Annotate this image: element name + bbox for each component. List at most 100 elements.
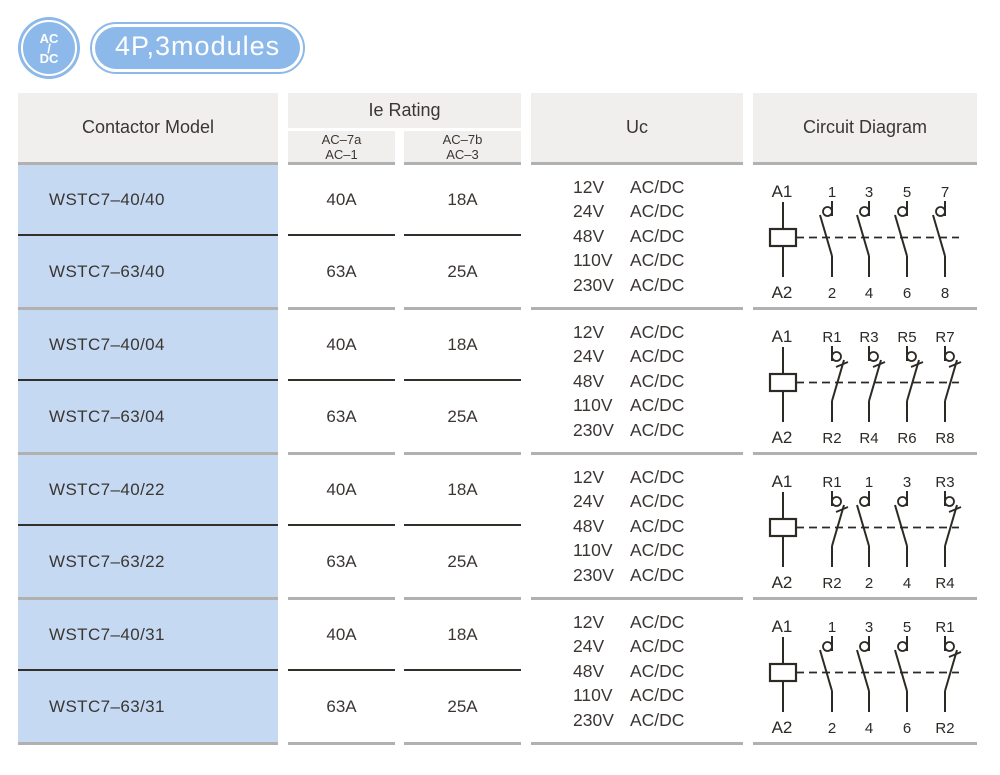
pole-bottom-terminal: 8 bbox=[941, 285, 949, 302]
pole-top-terminal: 1 bbox=[828, 184, 836, 201]
header-ac7a-ac1: AC–7a AC–1 bbox=[288, 131, 395, 165]
header-uc: Uc bbox=[531, 93, 743, 165]
uc-acdc: AC/DC bbox=[630, 515, 685, 536]
pole-top-terminal: 7 bbox=[941, 184, 949, 201]
pole-bottom-terminal: R2 bbox=[822, 430, 841, 447]
uc-acdc: AC/DC bbox=[630, 395, 685, 416]
model-cell-column: WSTC7–40/22 WSTC7–63/22 bbox=[18, 455, 278, 600]
table-row-model: WSTC7–40/22 bbox=[18, 455, 278, 526]
table-row-model: WSTC7–63/04 bbox=[49, 406, 165, 426]
pole-top-terminal: 3 bbox=[903, 474, 911, 491]
model-cell-column: WSTC7–40/31 WSTC7–63/31 bbox=[18, 600, 278, 745]
rating-value: 40A bbox=[288, 455, 395, 526]
rating-ac7a-column: 40A 63A bbox=[288, 165, 395, 310]
table-row-model: WSTC7–40/40 bbox=[18, 165, 278, 236]
pole-top-terminal: R5 bbox=[897, 329, 916, 346]
rating-value: 25A bbox=[447, 406, 478, 426]
uc-acdc: AC/DC bbox=[630, 540, 685, 561]
uc-acdc: AC/DC bbox=[630, 274, 685, 295]
pole-top-terminal: 3 bbox=[865, 184, 873, 201]
pole-bottom-terminal: 4 bbox=[903, 575, 911, 592]
uc-voltage: 230V bbox=[573, 709, 614, 730]
table-row-model: WSTC7–40/04 bbox=[18, 310, 278, 381]
rating-ac7b-column: 18A 25A bbox=[404, 600, 521, 745]
header-contactor-model: Contactor Model bbox=[18, 93, 278, 165]
pole-top-terminal: 1 bbox=[828, 619, 836, 636]
coil-terminal-a2: A2 bbox=[772, 283, 793, 302]
coil-terminal-a1: A1 bbox=[772, 472, 793, 491]
acdc-badge-line2: DC bbox=[39, 50, 59, 66]
table-row-model: WSTC7–40/31 bbox=[18, 600, 278, 671]
uc-voltage: 24V bbox=[573, 346, 605, 367]
rating-ac7b-column: 18A 25A bbox=[404, 165, 521, 310]
pole-top-terminal: R3 bbox=[935, 474, 954, 491]
table-row-model: WSTC7–63/22 bbox=[49, 551, 165, 571]
uc-acdc: AC/DC bbox=[630, 346, 685, 367]
uc-voltage: 110V bbox=[573, 540, 613, 561]
rating-value: 63A bbox=[326, 261, 357, 281]
header-ac7a: AC–7a bbox=[321, 131, 362, 147]
rating-value: 25A bbox=[447, 551, 478, 571]
acdc-badge-line1: AC bbox=[39, 30, 59, 46]
modules-pill-label: 4P,3modules bbox=[95, 27, 301, 69]
uc-line: 48V AC/DC bbox=[573, 514, 743, 539]
pole-top-terminal: 5 bbox=[903, 184, 911, 201]
rating-value: 18A bbox=[404, 165, 521, 236]
uc-voltage: 110V bbox=[573, 685, 613, 706]
pole-top-terminal: 1 bbox=[865, 474, 873, 491]
rating-ac7b-column: 18A 25A bbox=[404, 310, 521, 455]
header-ac3: AC–3 bbox=[446, 146, 479, 162]
uc-voltage: 110V bbox=[573, 250, 613, 271]
pole-bottom-terminal: 4 bbox=[865, 285, 873, 302]
model-cell-column: WSTC7–40/04 WSTC7–63/04 bbox=[18, 310, 278, 455]
model-cell-column: WSTC7–40/40 WSTC7–63/40 bbox=[18, 165, 278, 310]
pole-top-terminal: R7 bbox=[935, 329, 954, 346]
coil-terminal-a1: A1 bbox=[772, 327, 793, 346]
pole-bottom-terminal: R6 bbox=[897, 430, 916, 447]
uc-voltage: 48V bbox=[573, 515, 605, 536]
table-header: Contactor Model Ie Rating AC–7a AC–1 AC–… bbox=[18, 93, 977, 165]
pole-bottom-terminal: 4 bbox=[865, 720, 873, 737]
uc-acdc: AC/DC bbox=[630, 370, 685, 391]
pole-top-terminal: 3 bbox=[865, 619, 873, 636]
coil-terminal-a1: A1 bbox=[772, 182, 793, 201]
uc-voltage: 48V bbox=[573, 660, 605, 681]
uc-line: 48V AC/DC bbox=[573, 659, 743, 684]
uc-acdc: AC/DC bbox=[630, 660, 685, 681]
header-circuit-diagram: Circuit Diagram bbox=[753, 93, 977, 165]
table-row-model: WSTC7–63/40 bbox=[49, 261, 165, 281]
rating-value: 18A bbox=[404, 600, 521, 671]
coil-terminal-a2: A2 bbox=[772, 428, 793, 447]
uc-voltage: 12V bbox=[573, 466, 605, 487]
rating-value: 63A bbox=[326, 696, 357, 716]
uc-voltage: 24V bbox=[573, 636, 605, 657]
rating-ac7a-column: 40A 63A bbox=[288, 310, 395, 455]
header-ie-rating: Ie Rating bbox=[288, 93, 521, 128]
contactor-spec-table: Contactor Model Ie Rating AC–7a AC–1 AC–… bbox=[18, 93, 977, 745]
table-group: WSTC7–40/22 WSTC7–63/22 40A 63A 18A 25A … bbox=[18, 455, 977, 600]
coil-terminal-a2: A2 bbox=[772, 718, 793, 737]
pole-bottom-terminal: R2 bbox=[822, 575, 841, 592]
uc-acdc: AC/DC bbox=[630, 564, 685, 585]
modules-pill-badge: 4P,3modules bbox=[90, 22, 306, 74]
coil-terminal-a2: A2 bbox=[772, 573, 793, 592]
uc-voltage: 230V bbox=[573, 419, 614, 440]
table-group: WSTC7–40/04 WSTC7–63/04 40A 63A 18A 25A … bbox=[18, 310, 977, 455]
pole-bottom-terminal: R2 bbox=[935, 720, 954, 737]
table-row-model: WSTC7–63/31 bbox=[49, 696, 165, 716]
